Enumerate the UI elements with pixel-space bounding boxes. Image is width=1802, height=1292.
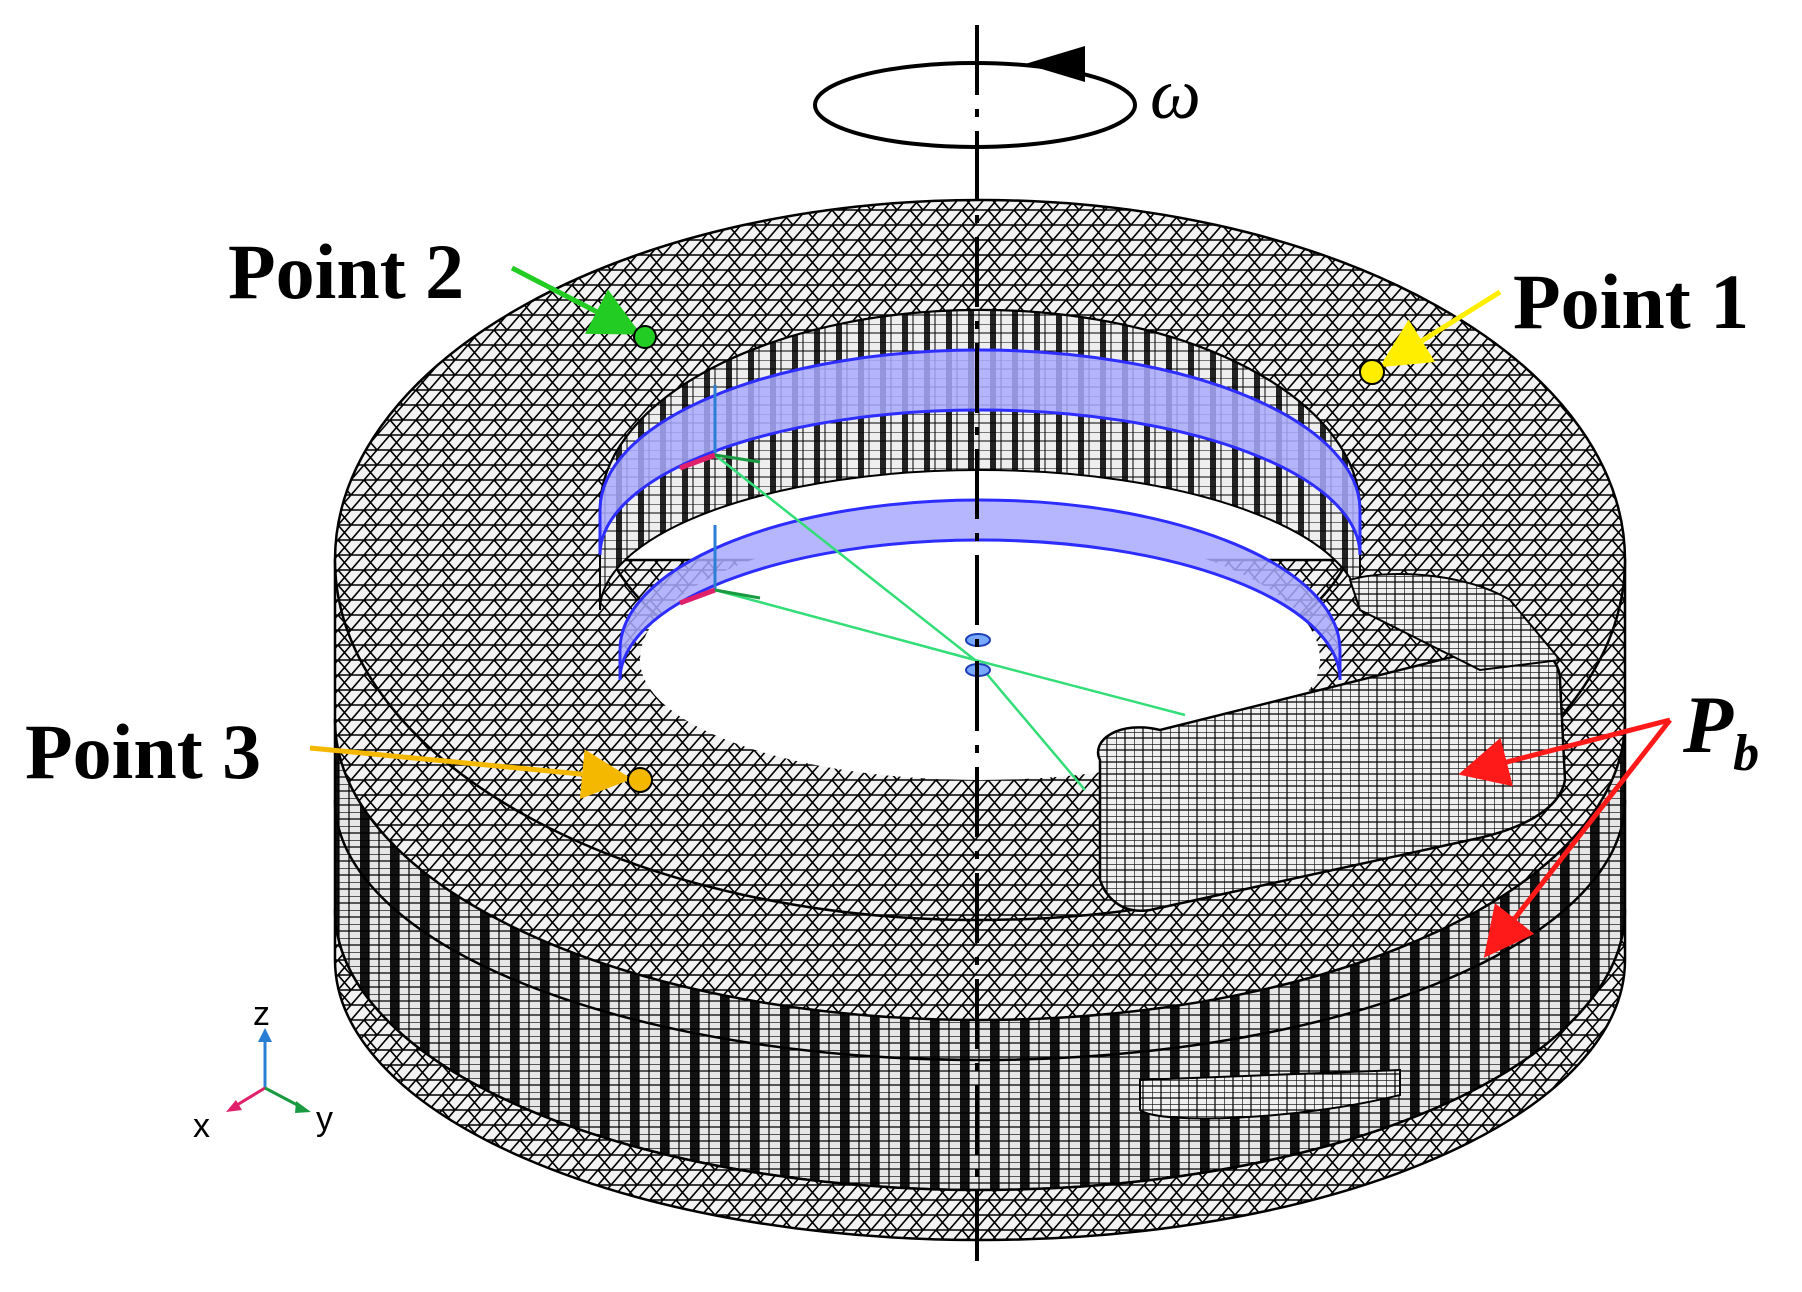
rotation-arrow	[813, 46, 1137, 149]
brake-pad	[1096, 573, 1567, 1120]
triad-x-label: x	[193, 1107, 210, 1145]
pb-label-sub: b	[1733, 725, 1759, 782]
omega-label: ω	[1150, 54, 1201, 134]
triad-y-label: y	[316, 1100, 333, 1138]
point3-label: Point 3	[25, 708, 261, 795]
point1-marker	[1359, 359, 1385, 385]
triad-z-label: z	[253, 995, 270, 1033]
pb-arrows	[1458, 717, 1672, 958]
coupling-lines	[714, 454, 1186, 791]
coordinate-triad	[226, 1028, 311, 1113]
local-csys-upper	[679, 385, 761, 471]
pb-label-main: P	[1682, 679, 1734, 770]
point2-annotation	[510, 265, 657, 349]
upper-blue-ring	[598, 348, 1362, 556]
local-csys-lower	[679, 525, 761, 606]
point2-marker	[633, 325, 657, 349]
point2-label: Point 2	[228, 228, 464, 315]
lower-blue-ring	[618, 498, 1342, 681]
point1-annotation	[1359, 289, 1502, 385]
point3-marker	[627, 767, 653, 793]
pb-label: Pb	[1682, 679, 1759, 782]
point1-label: Point 1	[1513, 258, 1749, 345]
point3-annotation	[309, 745, 653, 800]
